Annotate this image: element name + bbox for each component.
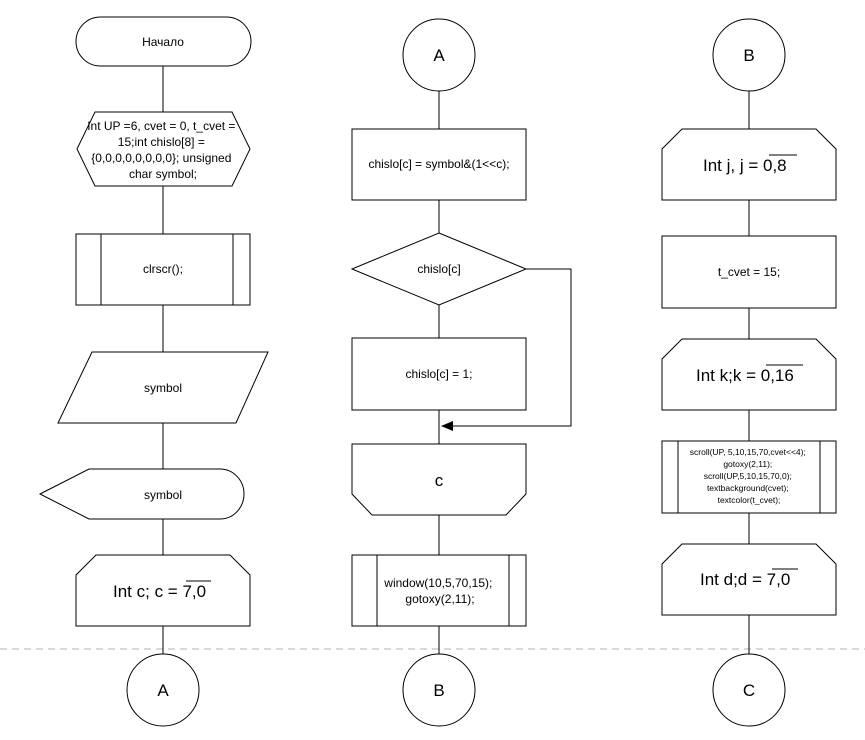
clrscr-process: clrscr();: [75, 233, 251, 306]
init-text: Int UP =6, cvet = 0, t_cvet = 15;int chi…: [87, 119, 239, 181]
connector-c-label: C: [743, 681, 755, 700]
decision-label: chislo[c]: [417, 262, 460, 276]
tcvet-process: t_cvet = 15;: [661, 235, 837, 309]
loop-d-range: 7,0: [767, 570, 791, 589]
loop-c-end: c: [351, 443, 527, 516]
connector-a: A: [126, 653, 200, 727]
init-hexagon: Int UP =6, cvet = 0, t_cvet = 15;int chi…: [76, 111, 251, 187]
scroll-process: scroll(UP, 5,10,15,70,cvet<<4); gotoxy(2…: [661, 440, 837, 514]
loop-d-start: Int d;d = 7,0: [661, 543, 837, 616]
connector-b: B: [402, 653, 476, 727]
connector-b-top-label: B: [743, 46, 754, 65]
tcvet-label: t_cvet = 15;: [718, 265, 780, 279]
display-label: symbol: [144, 488, 182, 502]
set-label: chislo[c] = 1;: [405, 367, 472, 381]
connector-b-label: B: [433, 681, 444, 700]
arrow-head: [441, 421, 453, 431]
display-shape: symbol: [38, 468, 245, 520]
start-terminator: Начало: [75, 16, 252, 67]
connector-b-top: B: [712, 18, 786, 92]
assign-label: chislo[c] = symbol&(1<<c);: [368, 157, 509, 171]
loop-d-text: Int d;d = 7,0: [700, 570, 790, 589]
loop-c-text: Int c; c = 7,0: [113, 582, 206, 601]
input-parallelogram: symbol: [57, 351, 269, 424]
loop-c-range: 7,0: [182, 582, 206, 601]
loop-j-text: Int j, j = 0,8: [703, 156, 787, 175]
loop-k-range: 0,16: [761, 366, 794, 385]
window-process: window(10,5,70,15); gotoxy(2,11);: [351, 554, 527, 627]
connector-a-top: A: [402, 18, 476, 92]
set-process: chislo[c] = 1;: [351, 337, 527, 411]
scroll-text: scroll(UP, 5,10,15,70,cvet<<4); gotoxy(2…: [690, 447, 808, 505]
connector-c: C: [712, 653, 786, 727]
assign-process: chislo[c] = symbol&(1<<c);: [351, 128, 527, 201]
loop-k-text: Int k;k = 0,16: [696, 366, 794, 385]
window-text: window(10,5,70,15); gotoxy(2,11);: [383, 576, 495, 606]
column-3: B Int j, j = 0,8 t_cvet = 15; Int k;k = …: [661, 18, 837, 727]
decision-diamond: chislo[c]: [350, 232, 528, 306]
loop-c-start: Int c; c = 7,0: [75, 554, 251, 627]
loop-j-range: 0,8: [763, 156, 787, 175]
input-label: symbol: [144, 381, 182, 395]
bypass-line: [452, 268, 572, 427]
loop-j-start: Int j, j = 0,8: [661, 128, 837, 201]
connector-a-top-label: A: [433, 46, 445, 65]
column-2: A chislo[c] = symbol&(1<<c); chislo[c] c…: [350, 18, 572, 727]
start-label: Начало: [142, 35, 184, 49]
clrscr-label: clrscr();: [143, 262, 183, 276]
connector-a-label: A: [157, 681, 169, 700]
loop-k-start: Int k;k = 0,16: [661, 338, 837, 411]
column-1: Начало Int UP =6, cvet = 0, t_cvet = 15;…: [38, 16, 269, 727]
loop-end-label: c: [435, 471, 444, 490]
